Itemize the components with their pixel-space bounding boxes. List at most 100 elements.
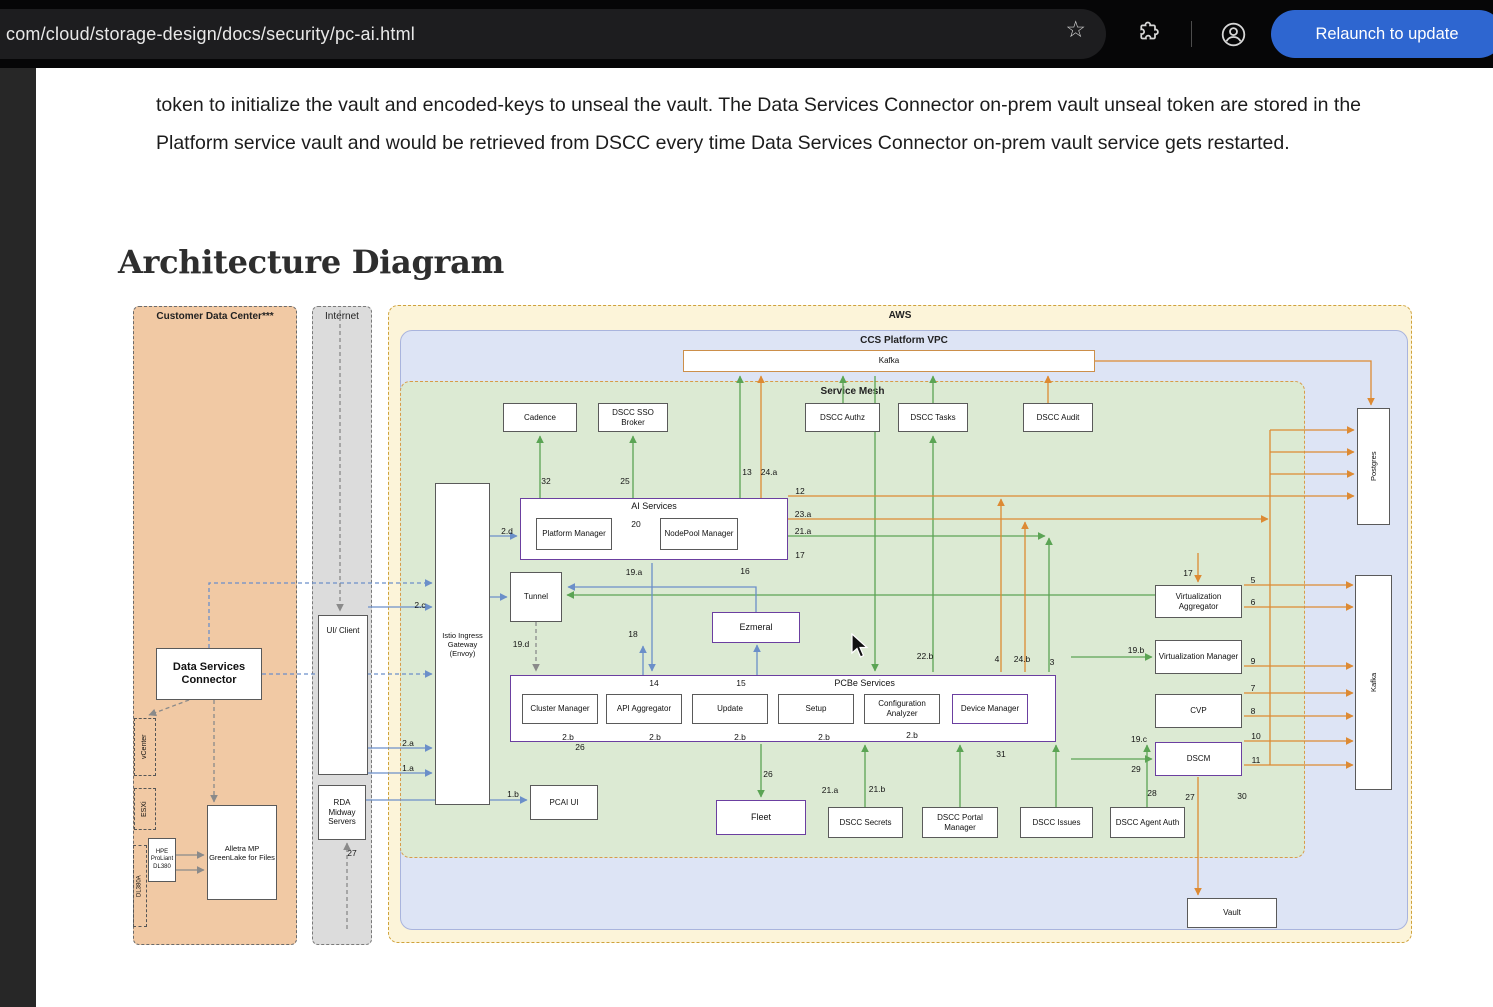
- edge-label: 2.b: [734, 732, 746, 742]
- node-vault: Vault: [1187, 898, 1277, 928]
- edge-label: 17: [795, 550, 805, 560]
- node-virtualization-manager: Virtualization Manager: [1155, 640, 1242, 674]
- edge-label: 22.b: [916, 651, 934, 661]
- edge-label: 32: [541, 476, 551, 486]
- url-bar[interactable]: com/cloud/storage-design/docs/security/p…: [0, 9, 1106, 59]
- node-dscc-sso-broker: DSCC SSO Broker: [598, 403, 668, 432]
- edge-label: 15: [736, 678, 746, 688]
- node-cadence: Cadence: [503, 403, 577, 432]
- browser-topbar: com/cloud/storage-design/docs/security/p…: [0, 0, 1493, 68]
- node-pcai-ui: PCAI UI: [530, 785, 598, 820]
- edge-label: 30: [1237, 791, 1247, 801]
- edge-label: 13: [742, 467, 752, 477]
- edge-label: 28: [1147, 788, 1157, 798]
- edge-label: 24.b: [1013, 654, 1031, 664]
- node-api-aggregator: API Aggregator: [606, 694, 682, 724]
- node-setup: Setup: [778, 694, 854, 724]
- node-dscc-audit: DSCC Audit: [1023, 403, 1093, 432]
- edge-label: 19.d: [512, 639, 530, 649]
- edge-label: 27: [347, 848, 357, 858]
- edge-label: 21.a: [821, 785, 839, 795]
- region-label: Internet: [325, 311, 359, 322]
- edge-label: 5: [1250, 575, 1256, 585]
- edge-label: 26: [575, 742, 585, 752]
- edge-label: 29: [1131, 764, 1141, 774]
- page-title: Architecture Diagram: [118, 242, 505, 281]
- toolbar-divider: [1191, 21, 1192, 47]
- node-dscc-tasks: DSCC Tasks: [898, 403, 968, 432]
- edge-label: 19.b: [1127, 645, 1145, 655]
- node-dscc-authz: DSCC Authz: [805, 403, 880, 432]
- profile-icon[interactable]: [1220, 21, 1247, 53]
- node-hpe-proliant: HPE ProLiant DL380: [148, 838, 176, 882]
- node-data-services-connector: Data Services Connector: [156, 648, 262, 700]
- node-ezmeral: Ezmeral: [712, 612, 800, 643]
- edge-label: 10: [1251, 731, 1261, 741]
- node-platform-manager: Platform Manager: [536, 518, 612, 550]
- doc-paragraph: token to initialize the vault and encode…: [156, 93, 1362, 154]
- edge-label: 1.b: [507, 789, 519, 799]
- edge-label: 2.b: [906, 730, 918, 740]
- edge-label: 20: [631, 519, 641, 529]
- edge-label: 1.a: [402, 763, 414, 773]
- edge-label: 2.a: [402, 738, 414, 748]
- node-kafka-right: Kafka: [1355, 575, 1392, 790]
- node-dscm: DSCM: [1155, 742, 1242, 776]
- edge-label: 2.b: [649, 732, 661, 742]
- node-dl380a: DL380A: [133, 845, 147, 927]
- node-rda-midway-servers: RDA Midway Servers: [318, 785, 366, 840]
- node-fleet: Fleet: [716, 800, 806, 835]
- edge-label: 21.b: [868, 784, 886, 794]
- edge-label: 17: [1183, 568, 1193, 578]
- edge-label: 24.a: [760, 467, 778, 477]
- node-dscc-portal-manager: DSCC Portal Manager: [922, 807, 998, 838]
- region-label: AWS: [888, 310, 912, 321]
- node-istio-ingress-gateway: Istio Ingress Gateway (Envoy): [435, 483, 490, 805]
- edge-label: 3: [1049, 657, 1055, 667]
- architecture-diagram: Customer Data Center*** Internet AWS CCS…: [119, 295, 1413, 955]
- node-ui-client: UI/ Client: [318, 615, 368, 775]
- node-vcenter: vCenter: [134, 718, 156, 776]
- edge-label: 11: [1251, 755, 1261, 765]
- region-label: CCS Platform VPC: [860, 335, 948, 346]
- relaunch-to-update-button[interactable]: Relaunch to update: [1271, 10, 1493, 58]
- edge-label: 23.a: [794, 509, 812, 519]
- edge-label: 2.b: [562, 732, 574, 742]
- node-cluster-manager: Cluster Manager: [522, 694, 598, 724]
- node-cvp: CVP: [1155, 694, 1242, 728]
- edge-label: 19.a: [625, 567, 643, 577]
- edge-label: 16: [740, 566, 750, 576]
- edge-label: 7: [1250, 683, 1256, 693]
- node-dscc-agent-auth: DSCC Agent Auth: [1110, 807, 1185, 838]
- edge-label: 4: [994, 654, 1000, 664]
- node-update: Update: [692, 694, 768, 724]
- region-label: Service Mesh: [820, 386, 885, 397]
- node-esxi: ESXi: [134, 788, 156, 830]
- node-postgres: Postgres: [1357, 408, 1390, 525]
- node-nodepool-manager: NodePool Manager: [660, 518, 738, 550]
- edge-label: 31: [996, 749, 1006, 759]
- edge-label: 25: [620, 476, 630, 486]
- group-label: PCBe Services: [834, 678, 895, 688]
- edge-label: 26: [763, 769, 773, 779]
- edge-label: 19.c: [1130, 734, 1148, 744]
- edge-label: 2.d: [501, 526, 513, 536]
- edge-label: 9: [1250, 656, 1256, 666]
- region-label: Customer Data Center***: [156, 311, 274, 322]
- edge-label: 18: [628, 629, 638, 639]
- edge-label: 14: [649, 678, 659, 688]
- edge-label: 2.c: [414, 600, 426, 610]
- edge-label: 21.a: [794, 526, 812, 536]
- node-virtualization-aggregator: Virtualization Aggregator: [1155, 585, 1242, 618]
- edge-label: 27: [1185, 792, 1195, 802]
- edge-label: 12: [795, 486, 805, 496]
- edge-label: 2.b: [818, 732, 830, 742]
- edge-label: 8: [1250, 706, 1256, 716]
- node-alletra-mp: Alletra MP GreenLake for Files: [207, 805, 277, 900]
- node-tunnel: Tunnel: [510, 572, 562, 622]
- extensions-icon[interactable]: [1135, 21, 1160, 51]
- url-text: com/cloud/storage-design/docs/security/p…: [6, 23, 415, 44]
- left-panel-strip: [0, 68, 36, 1007]
- node-kafka-top: Kafka: [683, 350, 1095, 372]
- bookmark-star-icon[interactable]: ☆: [1065, 16, 1086, 42]
